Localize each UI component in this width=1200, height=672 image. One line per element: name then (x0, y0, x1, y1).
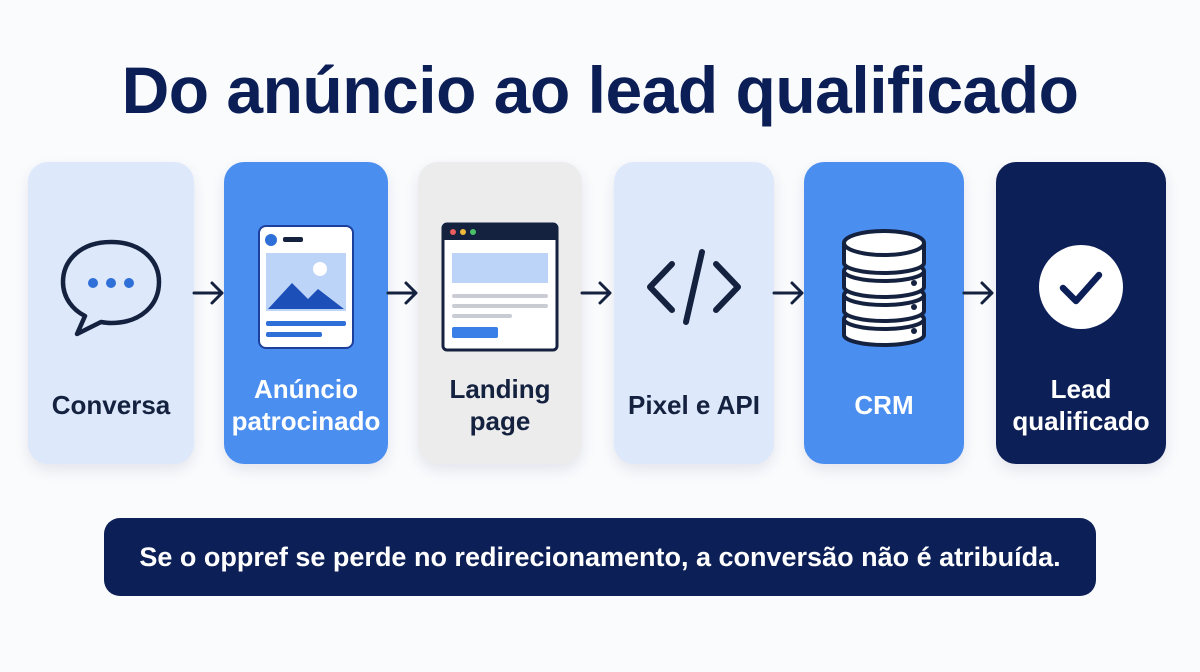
check-circle-icon (996, 212, 1166, 362)
database-icon (804, 212, 964, 362)
chat-bubble-icon (28, 212, 194, 362)
step-card-anuncio-patrocinado: Anúncio patrocinado (224, 162, 388, 464)
arrow-right-icon (192, 281, 224, 305)
step-card-pixel-api: Pixel e API (614, 162, 774, 464)
step-label: Conversa (51, 390, 171, 421)
page-title: Do anúncio ao lead qualificado (121, 53, 1079, 127)
browser-window-icon (418, 212, 582, 362)
warning-banner: Se o oppref se perde no redirecionamento… (104, 518, 1096, 596)
step-label: Lead qualificado (1012, 374, 1150, 436)
step-card-lead-qualificado: Lead qualificado (996, 162, 1166, 464)
arrow-right-icon (962, 281, 994, 305)
sponsored-ad-icon (224, 212, 388, 362)
arrow-right-icon (580, 281, 612, 305)
step-card-crm: CRM (804, 162, 964, 464)
step-label: Landing page (449, 374, 551, 436)
step-label: Pixel e API (628, 390, 760, 421)
step-label: CRM (854, 390, 914, 421)
code-icon (614, 212, 774, 362)
arrow-right-icon (386, 281, 418, 305)
step-label: Anúncio patrocinado (231, 374, 381, 436)
step-card-landing-page: Landing page (418, 162, 582, 464)
arrow-right-icon (772, 281, 804, 305)
step-card-conversa: Conversa (28, 162, 194, 464)
